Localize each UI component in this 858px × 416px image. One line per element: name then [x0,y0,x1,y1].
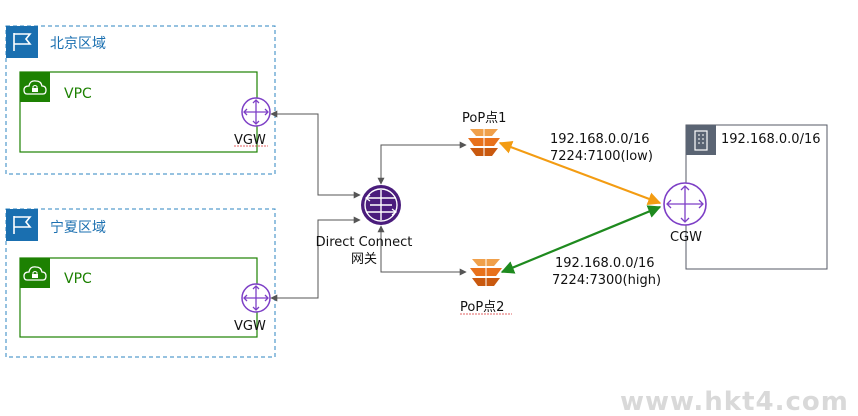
watermark: www.hkt4.com [620,387,849,416]
vpc-beijing: VPC [19,71,258,153]
pop-stack-icon [468,128,500,157]
flag-icon [6,209,38,241]
cloud-lock-icon [20,72,50,102]
cgw-label: CGW [670,230,702,245]
dx-label-line2: 网关 [351,252,377,267]
vgw-beijing: VGW [234,97,271,148]
pop-label-2: PoP点2 [460,300,504,315]
vpc-ningxia: VPC [19,257,258,338]
building-icon [686,125,716,155]
flag-icon [6,26,38,58]
vgw-router-icon [241,283,271,313]
vpc-label-beijing: VPC [64,86,92,102]
vgw-ningxia: VGW [234,283,271,334]
cgw-router-icon [663,182,707,226]
route-community-low: 7224:7100(low) [550,149,653,164]
connector-vgw-beijing-dx [270,110,361,199]
direct-connect-icon [361,185,401,225]
pop-1: PoP点1 [462,111,506,157]
pop-stack-icon [470,258,502,287]
region-label-beijing: 北京区域 [50,36,106,52]
vgw-label-beijing: VGW [234,133,266,148]
customer-gateway: CGW [663,182,707,245]
vgw-router-icon [241,97,271,127]
datacenter-cidr: 192.168.0.0/16 [721,132,821,147]
vpc-label-ningxia: VPC [64,271,92,287]
direct-connect-gateway: Direct Connect 网关 [316,185,413,267]
region-label-ningxia: 宁夏区域 [50,219,106,236]
connector-vgw-ningxia-dx [270,216,361,302]
customer-datacenter: 192.168.0.0/16 [685,124,828,270]
pop-2: PoP点2 [460,258,512,315]
cloud-lock-icon [20,258,50,288]
route-cidr-high: 192.168.0.0/16 [555,256,655,271]
region-ningxia: 宁夏区域 [5,208,276,358]
pop-label-1: PoP点1 [462,111,506,126]
dx-label-line1: Direct Connect [316,235,413,250]
region-beijing: 北京区域 [5,25,276,175]
connector-dx-pop2 [377,225,467,276]
route-line-high [500,205,662,274]
route-community-high: 7224:7300(high) [552,273,661,288]
connector-dx-pop1 [377,141,467,185]
vgw-label-ningxia: VGW [234,319,266,334]
route-cidr-low: 192.168.0.0/16 [550,132,650,147]
route-line-low [498,140,662,206]
